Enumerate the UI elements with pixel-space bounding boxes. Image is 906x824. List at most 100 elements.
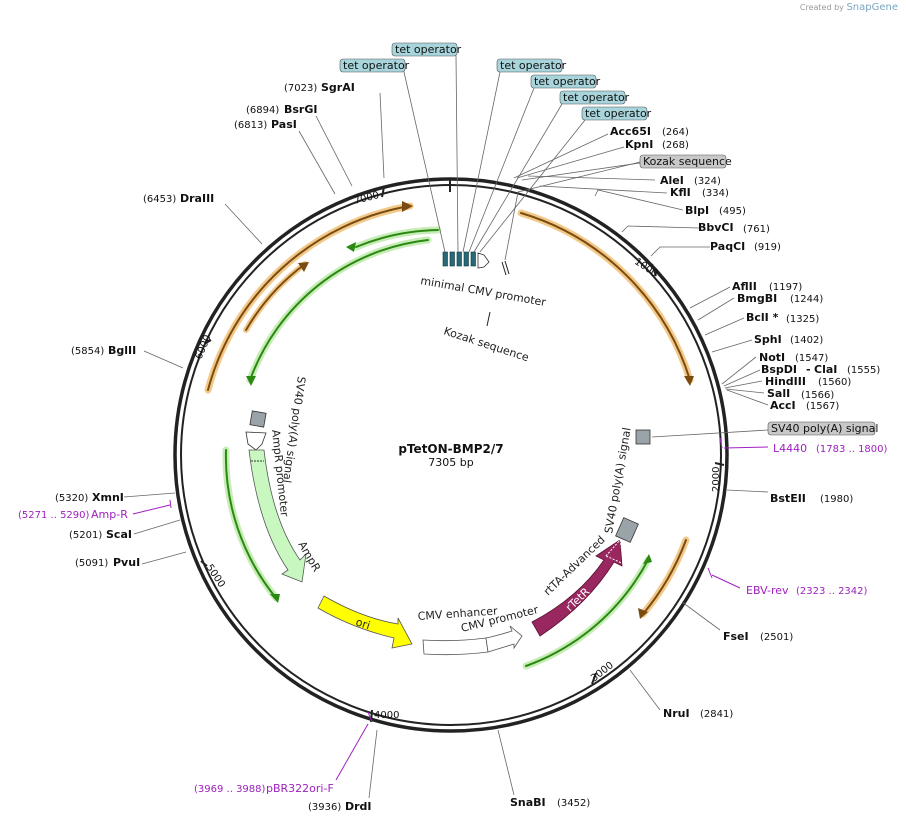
tet-operator-box-6: tet operator [581,106,652,121]
backbone-outer [173,177,729,733]
site-dash: - [806,363,811,376]
tet-operator-box-2: tet operator [339,58,410,73]
sv40-right-label: SV40 poly(A) signal [602,426,633,534]
site-xmni-name: XmnI [92,491,124,504]
primer-leaders [132,437,769,781]
site-bmgbi-name: BmgBI [737,292,777,305]
site-bsrgi-pos: (6894) [246,105,279,116]
site-acc65i-pos: (264) [662,127,689,138]
site-scai-name: ScaI [106,528,132,541]
site-bmgbi-pos: (1244) [790,294,823,305]
site-bcli-pos: (1325) [786,314,819,325]
site-bsteii-name: BstEII [770,492,806,505]
credit-prefix: Created by [799,3,844,12]
tet-operator-box-3: tet operator [496,58,567,73]
sites-right: AflII (1197) BmgBI (1244) BclI * (1325) … [732,280,880,505]
tet-operator-box-5: tet operator [559,90,630,105]
site-bglii-pos: (5854) [71,346,104,357]
site-acci-pos: (1567) [806,401,839,412]
sites-bottom: FseI (2501) NruI (2841) SnaBI (3452) (39… [308,630,793,813]
orange-features [204,202,694,618]
site-hindiii-name: HindIII [765,375,806,388]
site-alei-pos: (324) [694,176,721,187]
orange-arrowheads [298,201,694,619]
primer-ampr-name: Amp-R [91,508,128,521]
kozak-inner-label: Kozak sequence [442,324,531,364]
svg-text:SV40 poly(A) signal: SV40 poly(A) signal [771,422,878,435]
site-nrui-name: NruI [663,707,690,720]
site-drdi-pos: (3936) [308,802,341,813]
sv40-outer-box [635,429,651,445]
site-paqci-pos: (919) [754,242,781,253]
ori-arrow [317,595,413,649]
site-draiii-name: DraIII [180,192,214,205]
site-noti-name: NotI [759,351,785,364]
svg-text:tet operator: tet operator [500,59,567,72]
site-xmni-pos: (5320) [55,493,88,504]
green-features [222,226,652,670]
primer-pbr322-name: pBR322ori-F [266,782,334,795]
primer-ampr-pos: (5271 .. 5290) [18,510,90,521]
site-scai-pos: (5201) [69,530,102,541]
site-sphi-pos: (1402) [790,335,823,346]
primer-ebv-rev-name: EBV-rev [746,584,789,597]
small-markers [486,260,510,327]
tet-operator-box-1: tet operator [391,42,462,57]
primer-l4440-pos: (1783 .. 1800) [816,444,888,455]
site-paqci-name: PaqCI [710,240,745,253]
cmv-promoter-arrow [485,625,523,653]
svg-text:tet operator: tet operator [563,91,630,104]
snapgene-brand: SnapGene [846,2,898,13]
minimal-cmv-label: minimal CMV promoter [419,274,547,309]
snapgene-credit: Created by SnapGene [800,2,898,13]
site-sgrai-name: SgrAI [321,81,355,94]
site-nrui-pos: (2841) [700,709,733,720]
site-bcli-name: BclI * [746,311,779,324]
tick-marks [200,186,725,723]
tick-4000: 4000 [374,710,399,721]
primer-l4440-name: L4440 [773,442,807,455]
site-noti-pos: (1547) [795,353,828,364]
site-sgrai-pos: (7023) [284,83,317,94]
ori-label: ori [354,615,372,632]
svg-text:tet operator: tet operator [534,75,601,88]
site-aflii-pos: (1197) [769,282,802,293]
site-sali-name: SalI [767,387,790,400]
green-arrowheads [246,242,652,603]
site-clai-name: ClaI [814,363,837,376]
cmv-enhancer-label: CMV enhancer [417,604,498,623]
site-snabi-pos: (3452) [557,798,590,809]
cmv-enhancer-arrow [422,637,489,656]
svg-text:tet operator: tet operator [343,59,410,72]
site-blpi-pos: (495) [719,206,746,217]
svg-text:tet operator: tet operator [395,43,462,56]
site-blpi-name: BlpI [685,204,709,217]
site-acci-name: AccI [770,399,796,412]
sv40-right-box [615,517,639,543]
primer-ebv-rev-pos: (2323 .. 2342) [796,586,868,597]
site-alei-name: AleI [660,174,684,187]
sv40-left-box [249,410,267,428]
sites-top-right: Acc65I (264) KpnI (268) AleI (324) KflI … [610,125,781,253]
rtta-arrow [531,539,623,637]
sites-top-left: (7023) SgrAI (6894) BsrGI (6813) PasI (6… [71,81,355,357]
site-kpni-name: KpnI [625,138,653,151]
sites-left: (5091) PvuI (5201) ScaI (5320) XmnI [55,491,140,569]
site-fsei-name: FseI [723,630,749,643]
site-hindiii-pos: (1560) [818,377,851,388]
site-bglii-name: BglII [108,344,136,357]
tick-2000: 2000 [711,467,722,492]
site-acc65i-name: Acc65I [610,125,651,138]
site-drdi-name: DrdI [345,800,372,813]
primer-pbr322-pos: (3969 .. 3988) [194,784,266,795]
site-pvui-name: PvuI [113,556,140,569]
site-kpni-pos: (268) [662,140,689,151]
site-sphi-name: SphI [754,333,782,346]
tet-operator-box-4: tet operator [530,74,601,89]
site-bbvci-name: BbvCI [698,221,734,234]
ampr-promoter-arrow [245,431,267,451]
site-kfli-pos: (334) [702,188,729,199]
site-fsei-pos: (2501) [760,632,793,643]
tet-operator-boxes: tet operator tet operator tet operator t… [339,42,652,121]
